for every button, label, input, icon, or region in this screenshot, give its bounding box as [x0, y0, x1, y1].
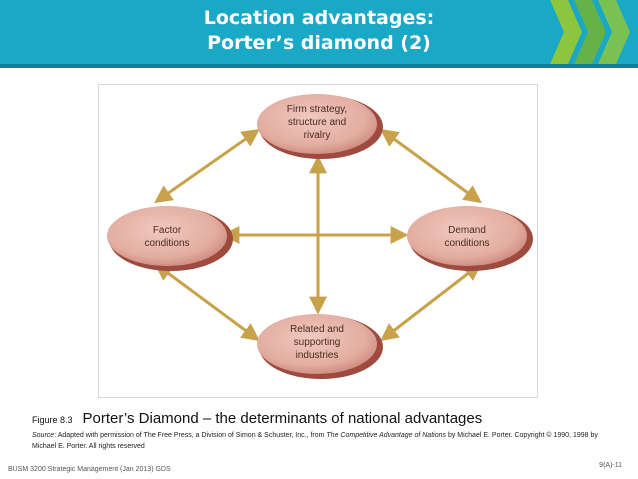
node-right-line-1: Demand [448, 225, 486, 236]
node-right-line-2: conditions [444, 238, 489, 249]
title-line-1: Location advantages: [203, 7, 435, 29]
node-bottom-line-1: Related and [290, 324, 344, 335]
slide-title: Location advantages: Porter’s diamond (2… [0, 6, 638, 56]
title-line-2: Porter’s diamond (2) [207, 32, 431, 54]
arrow-top-left [154, 128, 260, 204]
arrow-bottom-right [380, 262, 482, 342]
footer-course: BUSM 3200 Strategic Management (Jan 2013… [8, 466, 171, 473]
figure-source: Source: Adapted with permission of The F… [32, 430, 622, 452]
node-firm-strategy: Firm strategy, structure and rivalry [257, 94, 383, 159]
figure-title: Porter’s Diamond – the determinants of n… [82, 410, 483, 427]
node-bottom-line-2: supporting [294, 337, 341, 348]
node-top-line-1: Firm strategy, [287, 104, 347, 115]
node-top-line-3: rivalry [304, 130, 331, 141]
porter-diamond-diagram: Firm strategy, structure and rivalry Fac… [107, 94, 533, 379]
slide-header: Location advantages: Porter’s diamond (2… [0, 0, 638, 64]
chevron-decoration-icon [550, 0, 630, 64]
arrow-top-right [380, 128, 482, 204]
node-left-line-1: Factor [153, 225, 182, 236]
source-text-2: by Michael E. Porter. Copyright © 1990, … [32, 432, 598, 450]
source-text-1: : Adapted with permission of The Free Pr… [54, 432, 327, 439]
figure-caption: Figure 8.3 Porter’s Diamond – the determ… [32, 410, 622, 452]
arrow-bottom-left [154, 262, 260, 342]
node-related-industries: Related and supporting industries [257, 314, 383, 379]
node-top-line-2: structure and [288, 117, 346, 128]
source-label: Source [32, 432, 55, 439]
figure-number: Figure 8.3 [32, 415, 73, 425]
node-factor-conditions: Factor conditions [107, 206, 233, 271]
node-bottom-line-3: industries [296, 350, 339, 361]
source-book-title: The Competitive Advantage of Nations [326, 432, 446, 439]
slide-number: 9(A)-11 [599, 462, 622, 469]
header-divider [0, 64, 638, 68]
node-left-line-2: conditions [144, 238, 189, 249]
porter-diamond-figure: Firm strategy, structure and rivalry Fac… [98, 84, 538, 398]
node-demand-conditions: Demand conditions [407, 206, 533, 271]
